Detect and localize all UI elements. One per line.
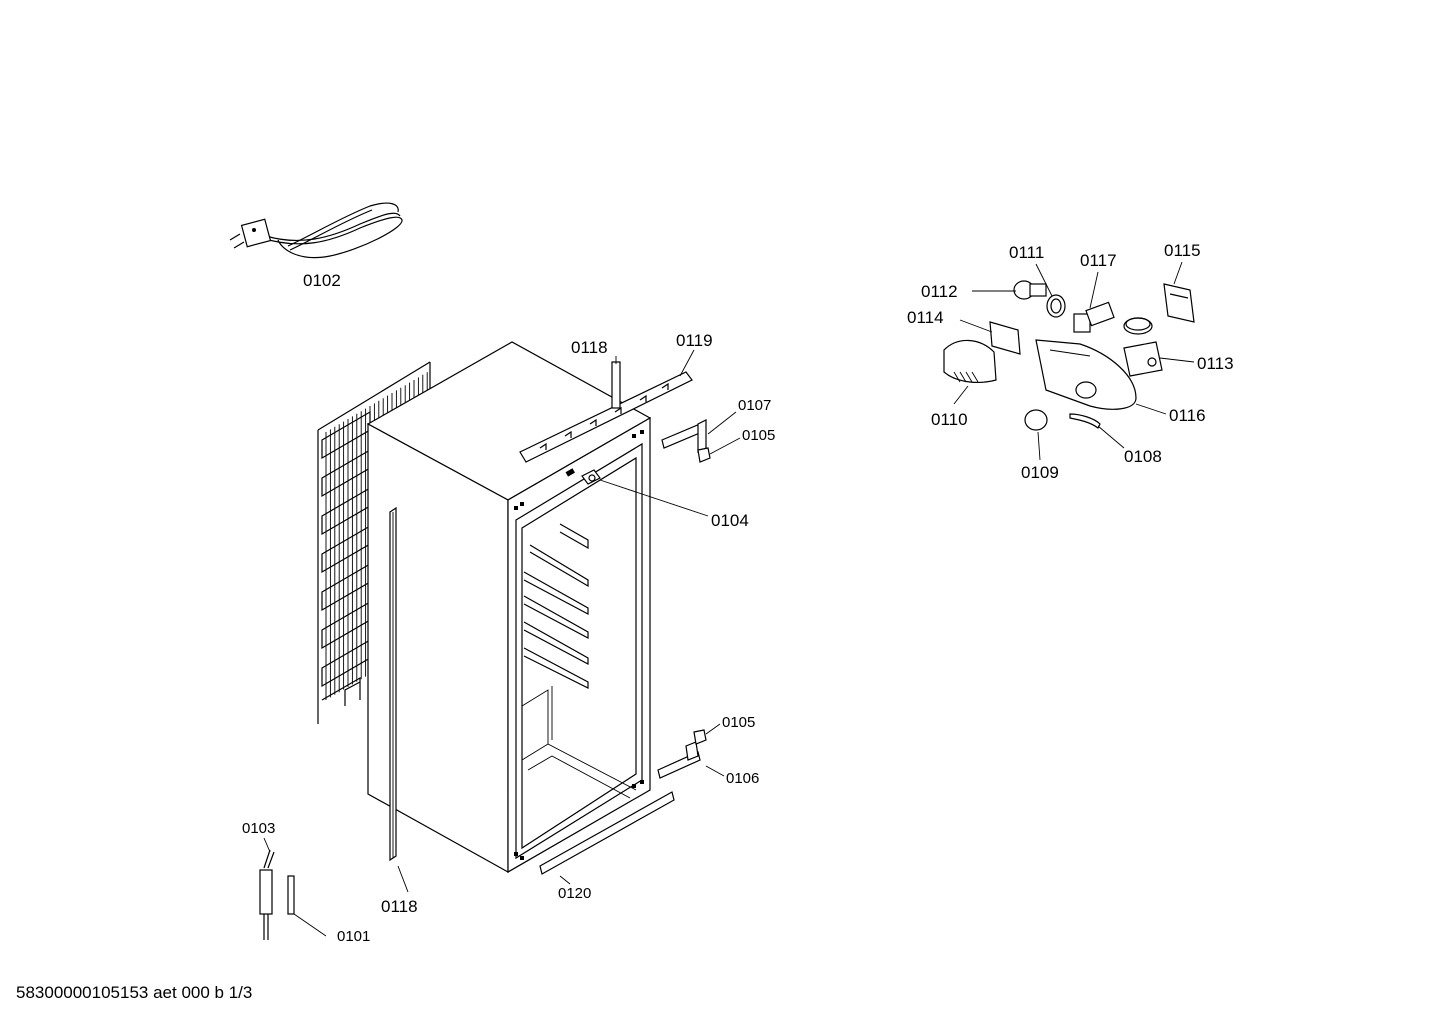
part-label-0113: 0113 bbox=[1197, 354, 1234, 373]
clip-0115-drawing bbox=[1163, 283, 1195, 323]
part-label-0105-top: 0105 bbox=[742, 427, 775, 444]
part-label-0111: 0111 bbox=[1009, 243, 1044, 262]
lamp-0112-drawing bbox=[1013, 280, 1047, 300]
probe-0101-drawing bbox=[287, 875, 295, 915]
cover-0110-drawing bbox=[943, 339, 997, 383]
part-label-0104: 0104 bbox=[711, 511, 749, 530]
cabinet-drawing bbox=[366, 341, 652, 874]
part-label-0107: 0107 bbox=[738, 397, 771, 414]
thermostat-0113-drawing bbox=[1123, 341, 1163, 377]
part-label-0102: 0102 bbox=[303, 271, 341, 290]
gasket-strip-0118-drawing bbox=[389, 506, 397, 862]
part-label-0115: 0115 bbox=[1164, 241, 1201, 260]
part-label-0118-bottom: 0118 bbox=[381, 897, 418, 916]
housing-0116-drawing bbox=[1035, 339, 1137, 410]
hinge-top-drawing bbox=[661, 419, 711, 463]
part-label-0106: 0106 bbox=[726, 770, 759, 787]
part-label-0116: 0116 bbox=[1169, 406, 1206, 425]
ring-0113-drawing bbox=[1123, 317, 1153, 335]
lock-0104-drawing bbox=[581, 469, 601, 485]
part-label-0117: 0117 bbox=[1080, 251, 1117, 270]
bottom-strip-0120-drawing bbox=[539, 791, 675, 875]
part-label-0112: 0112 bbox=[921, 282, 958, 301]
hinge-bottom-drawing bbox=[657, 729, 707, 779]
part-label-0109: 0109 bbox=[1021, 463, 1059, 482]
part-label-0119: 0119 bbox=[676, 331, 713, 350]
switch-0117-drawing bbox=[1073, 301, 1115, 333]
part-label-0110: 0110 bbox=[931, 410, 968, 429]
sensor-0103-drawing bbox=[259, 849, 275, 940]
lampholder-0111-drawing bbox=[1046, 294, 1066, 318]
part-label-0118-top: 0118 bbox=[571, 338, 608, 357]
power-cord-drawing bbox=[229, 202, 403, 259]
part-label-0120: 0120 bbox=[558, 885, 591, 902]
part-label-0114: 0114 bbox=[907, 308, 944, 327]
seal-0108-drawing bbox=[1069, 413, 1101, 429]
knob-0109-drawing bbox=[1024, 409, 1048, 431]
document-id: 58300000105153 aet 000 b 1/3 bbox=[16, 983, 252, 1002]
part-label-0103: 0103 bbox=[242, 820, 275, 837]
part-label-0105-bottom: 0105 bbox=[722, 714, 755, 731]
part-label-0101: 0101 bbox=[337, 928, 370, 945]
top-rail-0119-drawing bbox=[519, 361, 693, 463]
part-label-0108: 0108 bbox=[1124, 447, 1162, 466]
film-0114-drawing bbox=[989, 321, 1021, 355]
leader-lines bbox=[263, 261, 1195, 937]
